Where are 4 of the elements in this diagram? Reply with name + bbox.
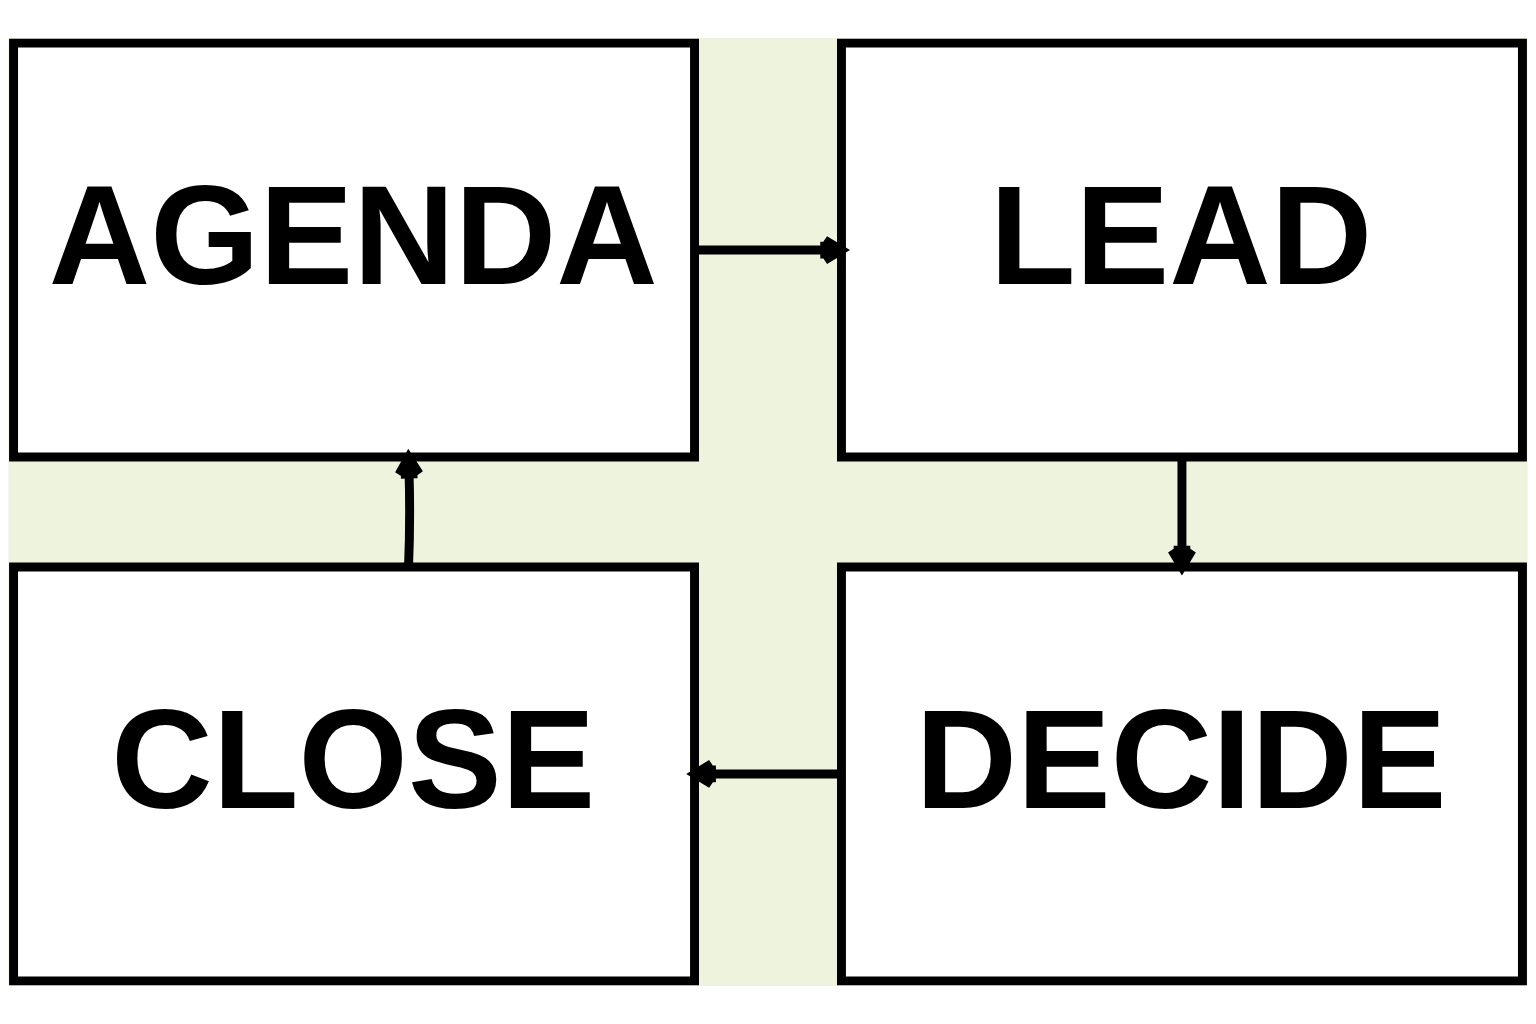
node-box: DECIDE: [837, 562, 1527, 986]
node-box: CLOSE: [9, 562, 699, 986]
node-box: LEAD: [837, 38, 1527, 462]
node-box: AGENDA: [9, 38, 699, 462]
